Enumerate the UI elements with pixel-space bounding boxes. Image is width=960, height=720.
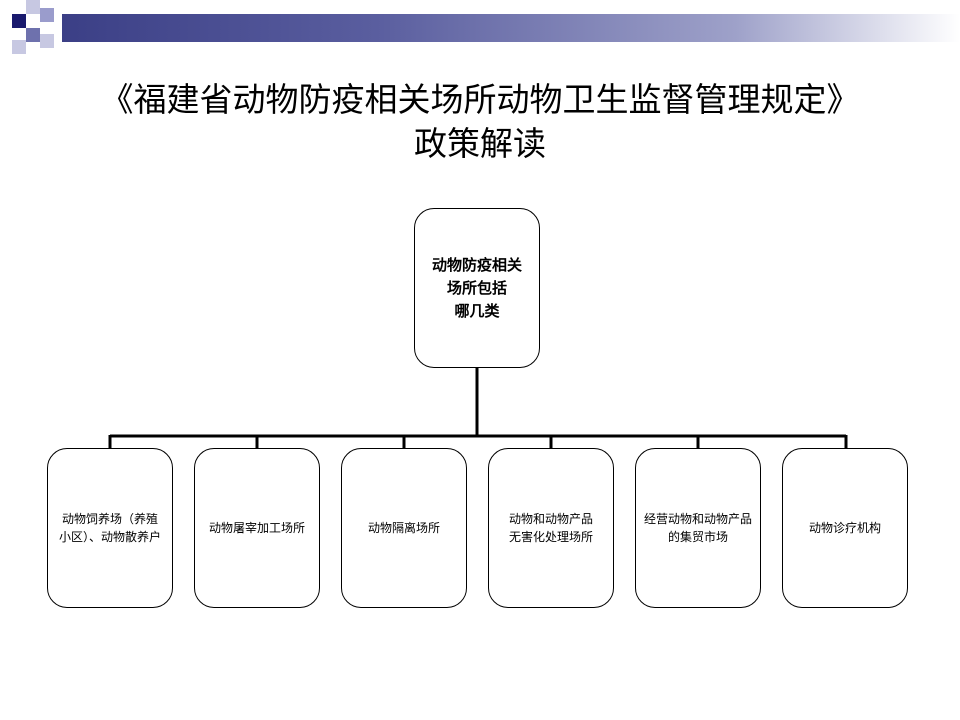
slide-subtitle: 政策解读 <box>414 124 546 163</box>
header-gradient-bar <box>62 14 960 42</box>
child-node-label: 动物隔离场所 <box>367 521 440 535</box>
child-node-label: 动物诊疗机构 <box>808 521 881 535</box>
child-node-5: 经营动物和动物产品 的集贸市场 <box>635 448 761 608</box>
child-node-2: 动物屠宰加工场所 <box>194 448 320 608</box>
child-node-label: 动物饲养场（养殖 小区）、动物散养户 <box>58 512 161 544</box>
root-node: 动物防疫相关 场所包括 哪几类 <box>414 208 540 368</box>
child-node-1: 动物饲养场（养殖 小区）、动物散养户 <box>47 448 173 608</box>
root-node-label: 动物防疫相关 场所包括 哪几类 <box>431 255 522 320</box>
child-node-label: 动物和动物产品 无害化处理场所 <box>508 512 593 544</box>
child-node-4: 动物和动物产品 无害化处理场所 <box>488 448 614 608</box>
child-node-label: 动物屠宰加工场所 <box>208 521 305 535</box>
child-node-6: 动物诊疗机构 <box>782 448 908 608</box>
child-node-label: 经营动物和动物产品 的集贸市场 <box>643 512 752 544</box>
slide-title: 《福建省动物防疫相关场所动物卫生监督管理规定》 <box>100 80 860 119</box>
child-node-3: 动物隔离场所 <box>341 448 467 608</box>
